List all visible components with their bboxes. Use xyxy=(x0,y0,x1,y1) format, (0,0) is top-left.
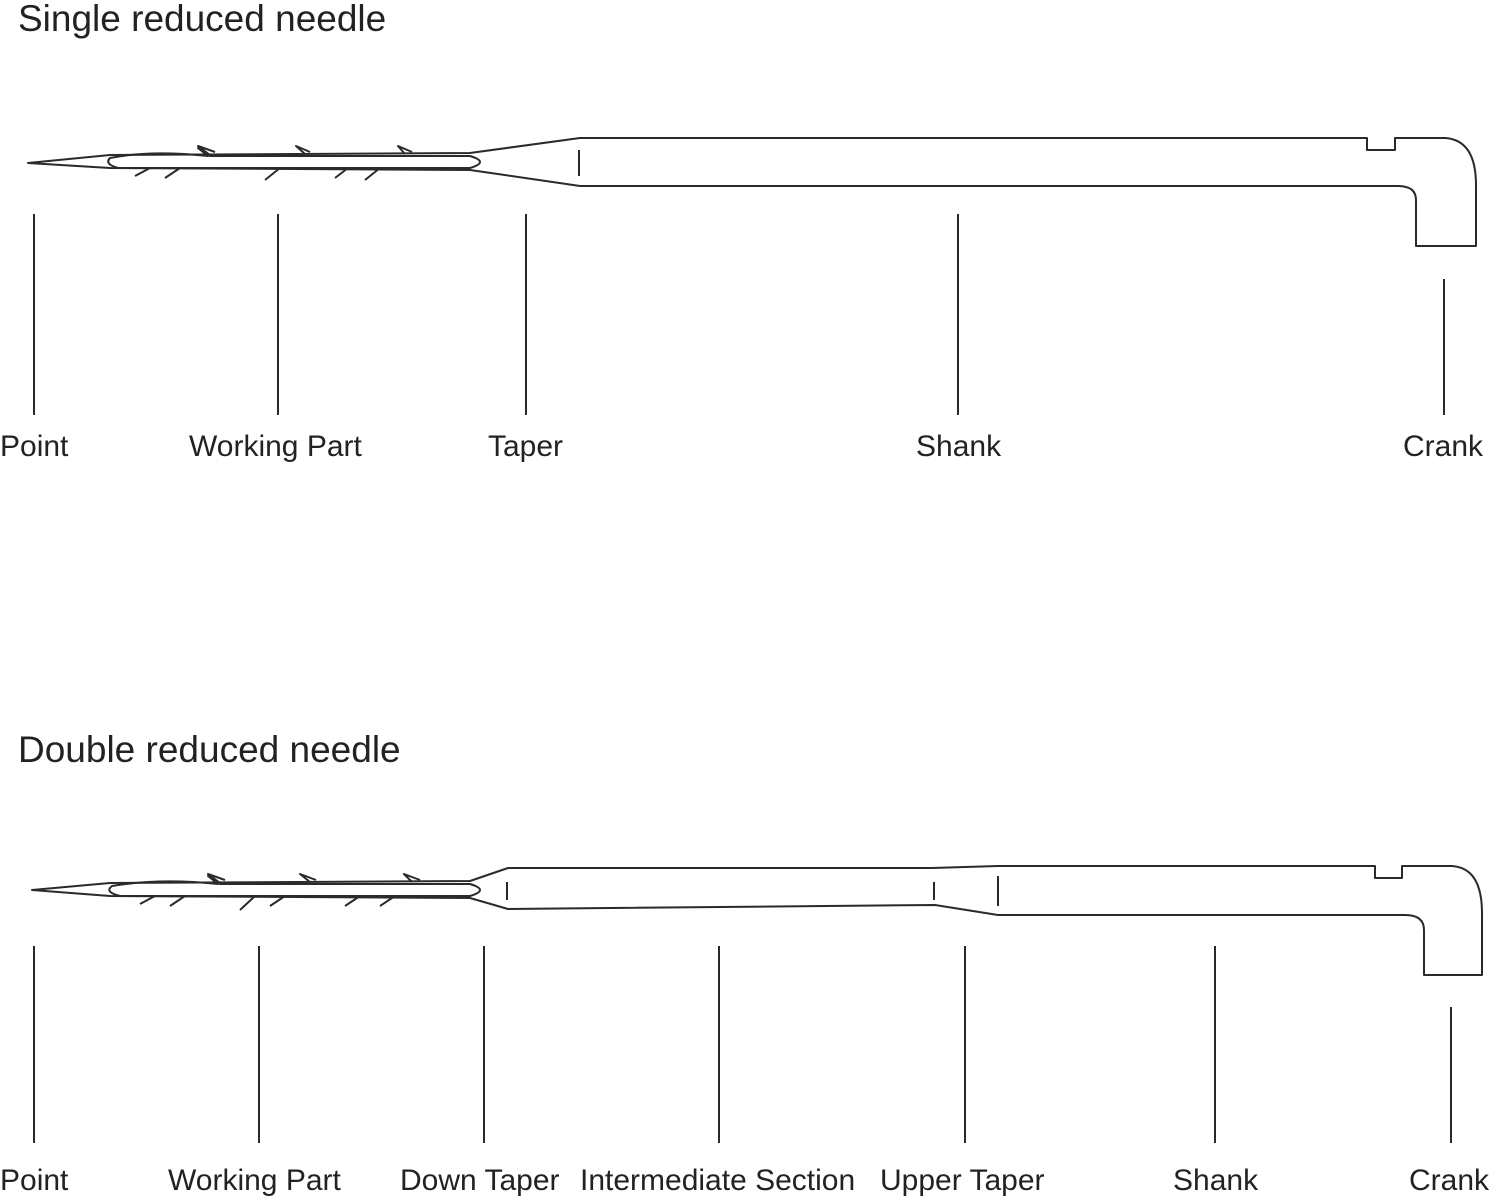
double-needle-title: Double reduced needle xyxy=(18,729,401,770)
single-needle-barbs-bottom xyxy=(134,167,381,181)
single-needle-leader-lines xyxy=(33,214,1445,415)
single-needle-drawing xyxy=(27,137,1477,247)
double-upper-taper-label: Upper Taper xyxy=(880,1164,1045,1197)
double-shank-label: Shank xyxy=(1173,1164,1259,1197)
single-point-label: Point xyxy=(0,430,69,463)
double-needle-barbs-top xyxy=(207,873,421,884)
double-needle-body xyxy=(31,865,1483,976)
single-needle-working-part xyxy=(107,147,481,169)
single-shank-label: Shank xyxy=(916,430,1002,463)
single-needle-title: Single reduced needle xyxy=(18,0,387,39)
single-taper-label: Taper xyxy=(488,430,564,463)
single-working-part-label: Working Part xyxy=(189,430,362,463)
single-crank-label: Crank xyxy=(1403,430,1484,463)
double-working-part-label: Working Part xyxy=(168,1164,341,1197)
double-crank-label: Crank xyxy=(1409,1164,1490,1197)
double-down-taper-label: Down Taper xyxy=(400,1164,560,1197)
single-needle-barbs-top xyxy=(197,145,413,156)
double-needle-working-part xyxy=(108,875,481,897)
double-needle-barbs-bottom xyxy=(139,895,396,911)
double-needle-leader-lines xyxy=(33,946,1452,1143)
double-needle-drawing xyxy=(31,865,1483,976)
single-needle-body xyxy=(27,137,1477,247)
double-point-label: Point xyxy=(0,1164,69,1197)
double-intermediate-section-label: Intermediate Section xyxy=(580,1164,856,1197)
